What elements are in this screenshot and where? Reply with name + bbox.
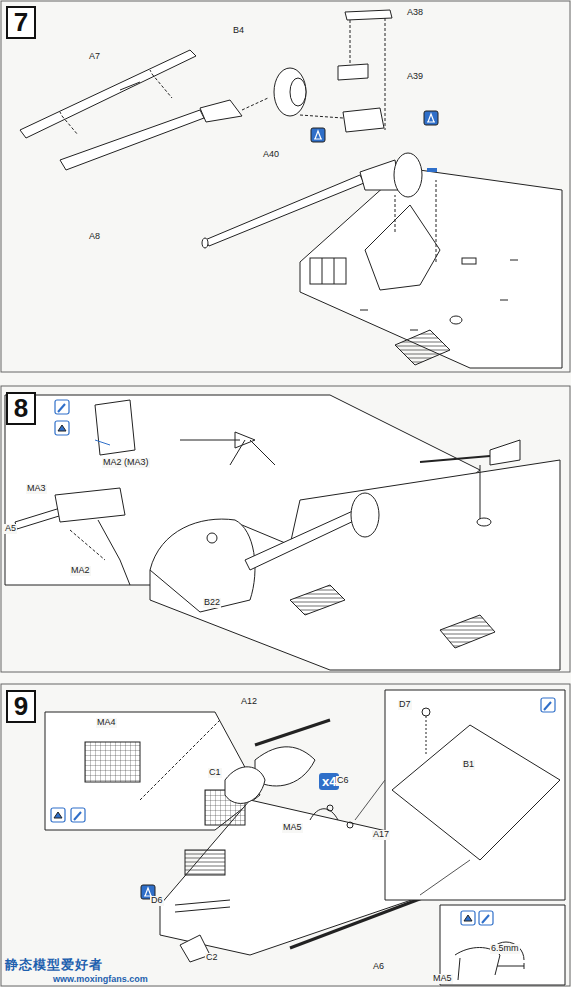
part-label: A5 [4,524,17,534]
part-label: A8 [88,232,101,242]
step-label: 7 [14,7,28,38]
step-label: x4 [322,774,336,789]
part-label: B4 [232,26,245,36]
part-label: MA2 [70,566,91,576]
part-label: MA5 [282,823,303,833]
part-label: B1 [462,760,475,770]
part-label: A6 [372,962,385,972]
part-label: C6 [336,776,350,786]
part-label: A7 [88,52,101,62]
part-label: MA4 [96,718,117,728]
part-label: MA3 [26,484,47,494]
part-label: MA2 (MA3) [102,458,150,468]
step-number: 8 [6,392,36,425]
step-number: 9 [6,690,36,723]
step-number: 7 [6,6,36,39]
part-label: 6.5mm [490,944,520,954]
part-label: A39 [406,72,424,82]
part-label: C1 [208,768,222,778]
watermark: www.moxingfans.com [52,975,149,985]
step-label: 8 [14,393,28,424]
part-label: D7 [398,700,412,710]
part-label: A38 [406,8,424,18]
step-label: 9 [14,691,28,722]
part-label: D6 [150,896,164,906]
part-label: MA5 [432,974,453,984]
watermark: 静态模型爱好者 [4,958,104,972]
part-label: A17 [372,830,390,840]
part-label: C2 [205,953,219,963]
part-label: B22 [203,598,221,608]
part-label: A40 [262,150,280,160]
part-label: A12 [240,697,258,707]
